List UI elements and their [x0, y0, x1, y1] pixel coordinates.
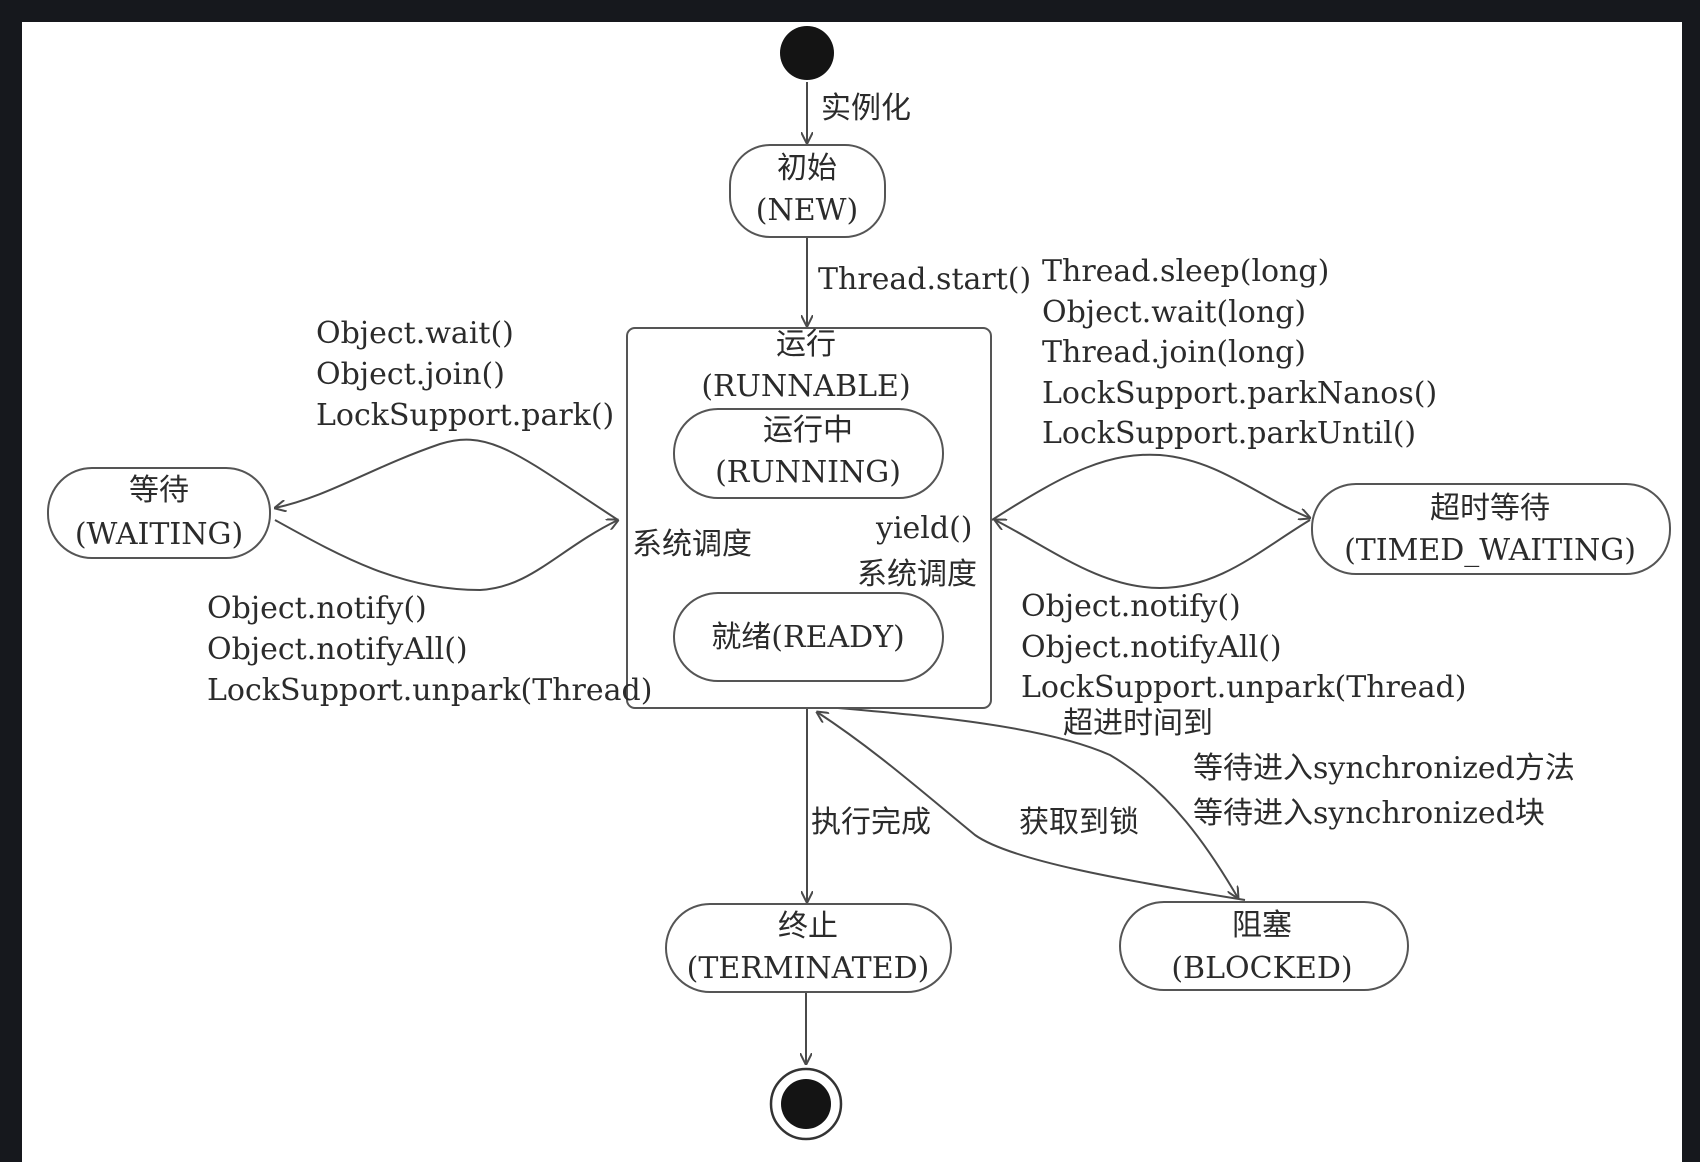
final-node-core	[781, 1079, 831, 1129]
state-new	[729, 144, 886, 238]
label-to-waiting-2: Object.join()	[316, 357, 505, 392]
edge-to-blocked	[837, 707, 1238, 898]
new-code: (NEW)	[756, 193, 858, 228]
label-from-timed-2: Object.notifyAll()	[1021, 630, 1282, 665]
state-waiting	[47, 467, 271, 559]
runnable-code: (RUNNABLE)	[701, 369, 910, 404]
terminated-name: 终止	[778, 909, 838, 944]
state-blocked	[1119, 901, 1409, 991]
label-done: 执行完成	[811, 805, 931, 840]
label-to-timed-1: Thread.sleep(long)	[1042, 254, 1329, 289]
runnable-name: 运行	[776, 327, 836, 362]
label-instantiate: 实例化	[821, 91, 911, 126]
timed-name: 超时等待	[1430, 491, 1550, 526]
blocked-name: 阻塞	[1232, 908, 1292, 943]
label-to-waiting-3: LockSupport.park()	[316, 398, 614, 433]
running-code: (RUNNING)	[715, 455, 901, 490]
edge-got-lock	[817, 712, 1246, 901]
state-terminated	[665, 903, 952, 993]
label-from-timed-3: LockSupport.unpark(Thread)	[1021, 670, 1466, 705]
terminated-code: (TERMINATED)	[687, 951, 930, 986]
new-name: 初始	[777, 151, 837, 186]
label-got-lock: 获取到锁	[1019, 805, 1139, 840]
label-to-timed-2: Object.wait(long)	[1042, 295, 1306, 330]
waiting-name: 等待	[129, 473, 189, 508]
label-to-timed-3: Thread.join(long)	[1042, 335, 1306, 370]
label-sched-right: 系统调度	[857, 557, 977, 592]
label-to-timed-4: LockSupport.parkNanos()	[1042, 376, 1437, 411]
label-to-blocked-2: 等待进入synchronized块	[1193, 796, 1545, 831]
label-to-timed-5: LockSupport.parkUntil()	[1042, 416, 1416, 451]
edge-to-timed	[991, 453, 1310, 521]
label-sched-left: 系统调度	[632, 527, 752, 562]
waiting-code: (WAITING)	[75, 517, 243, 552]
label-from-waiting-1: Object.notify()	[207, 591, 427, 626]
state-timed-waiting	[1311, 483, 1671, 575]
timed-code: (TIMED_WAITING)	[1344, 533, 1636, 568]
label-to-blocked-1: 等待进入synchronized方法	[1193, 751, 1575, 786]
label-from-timed-4: 超进时间到	[1063, 706, 1213, 741]
label-from-timed-1: Object.notify()	[1021, 589, 1241, 624]
ready-name: 就绪(READY)	[711, 620, 904, 655]
blocked-code: (BLOCKED)	[1171, 951, 1352, 986]
label-yield: yield()	[875, 511, 973, 546]
label-from-waiting-3: LockSupport.unpark(Thread)	[207, 673, 652, 708]
label-from-waiting-2: Object.notifyAll()	[207, 632, 468, 667]
label-start: Thread.start()	[818, 262, 1031, 297]
state-running	[673, 408, 944, 499]
edge-to-waiting	[275, 438, 619, 521]
state-ready	[673, 592, 944, 682]
running-name: 运行中	[763, 413, 853, 448]
edge-from-waiting	[274, 520, 618, 592]
edge-from-timed	[995, 520, 1311, 590]
initial-node	[780, 26, 834, 80]
label-to-waiting-1: Object.wait()	[316, 316, 514, 351]
